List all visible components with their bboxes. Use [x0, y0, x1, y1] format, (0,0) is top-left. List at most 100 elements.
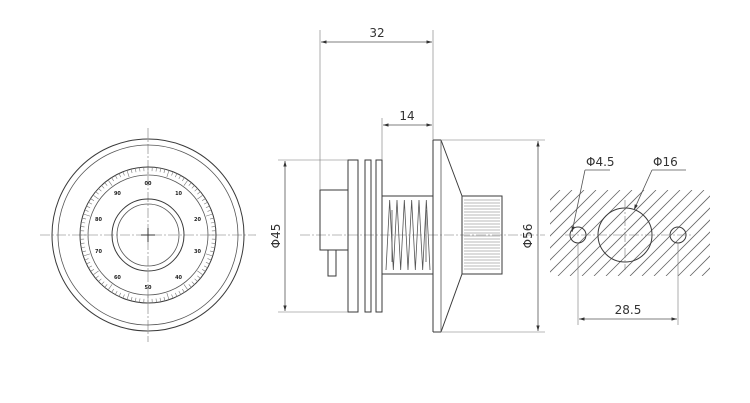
dial-tick [201, 269, 206, 272]
dial-tick [205, 205, 210, 209]
dial-tick [81, 246, 86, 249]
dial-scale-label: 50 [145, 285, 152, 291]
dial-tick [92, 194, 99, 200]
pin-tip [327, 249, 337, 277]
dial-tick [111, 288, 114, 293]
hatch-line [569, 190, 657, 276]
dial-tick [197, 275, 201, 279]
dim-32-text: 32 [369, 26, 384, 40]
dim-28-5-text: 28.5 [615, 303, 642, 317]
hatch-line [550, 190, 597, 276]
dial-tick [188, 284, 192, 288]
dial-tick [82, 217, 87, 220]
dial-tick [191, 185, 195, 189]
hatch-line [689, 190, 710, 276]
dial-tick [126, 292, 130, 300]
dial-tick [98, 278, 102, 282]
dim-56-text: Φ56 [521, 224, 535, 249]
dial-tick [209, 250, 214, 253]
dial-tick [84, 209, 89, 212]
dial-ring-inner [87, 174, 209, 296]
dial-tick [104, 182, 108, 186]
dial-scale-label: 10 [175, 191, 182, 197]
dial-tick [134, 297, 137, 302]
dial-tick [122, 294, 125, 299]
hatch-line [593, 190, 681, 276]
dial-tick [174, 292, 178, 297]
dial-tick [95, 275, 99, 279]
dial-tick [183, 179, 189, 186]
dial-tick [174, 173, 178, 178]
dial-tick [191, 281, 195, 285]
dial-tick [188, 182, 192, 186]
dial-tick [118, 292, 122, 297]
dial-tick [80, 226, 85, 228]
dial-scale-label: 60 [114, 275, 121, 281]
dial-tick [210, 221, 215, 224]
knob-outer-circle [111, 198, 185, 272]
hatch-line [617, 190, 705, 276]
dial-tick [207, 258, 212, 261]
hatch-line [714, 190, 750, 276]
dial-scale-label: 90 [114, 191, 121, 197]
dial-tick [88, 265, 93, 269]
dim-16-text: Φ16 [653, 155, 678, 169]
dial-tick [182, 177, 185, 182]
dial-tick [90, 198, 95, 201]
dial-scale-label: 80 [95, 217, 102, 223]
dial-scale-label: 00 [145, 181, 152, 187]
dial-tick [163, 296, 166, 301]
dial-tick [81, 221, 86, 224]
spring-coil-path [385, 199, 431, 271]
dial-scale-label: 30 [194, 249, 201, 255]
hatch-line [677, 190, 710, 276]
dial-tick [98, 188, 102, 192]
outer-flange-circle [51, 138, 245, 332]
dial-tick [130, 296, 133, 301]
dial-tick [210, 246, 215, 249]
dim-4-5-text: Φ4.5 [586, 155, 615, 169]
dial-tick [139, 298, 141, 303]
hatch-line [550, 190, 609, 276]
dial-tick [88, 201, 93, 205]
dial-tick [211, 226, 216, 228]
dial-tick [86, 205, 91, 209]
hatch-line [665, 190, 710, 276]
hatch-line [726, 190, 750, 276]
dial-tick [83, 253, 91, 257]
dial-tick [122, 171, 125, 176]
dial-tick [130, 169, 133, 174]
dial-tick [90, 269, 95, 272]
dial-tick [114, 175, 118, 180]
dial-tick [166, 170, 170, 178]
dial-tick [166, 292, 170, 300]
washer-2 [375, 159, 383, 313]
flange-taper-top [440, 139, 463, 197]
dial-tick-marks [80, 167, 216, 303]
dial-tick [155, 298, 157, 303]
dial-tick [111, 177, 114, 182]
dial-tick [82, 250, 87, 253]
dial-tick [101, 185, 105, 189]
dial-tick [201, 198, 206, 201]
spring-coils [385, 199, 431, 271]
washer-1 [364, 159, 372, 313]
dial-tick [84, 258, 89, 261]
dial-tick [134, 168, 137, 173]
dial-tick [203, 265, 208, 269]
dial-tick [92, 270, 99, 276]
dial-tick [126, 170, 130, 178]
knurled-knob [461, 195, 503, 275]
dial-tick [209, 217, 214, 220]
dial-scale-label: 20 [194, 217, 201, 223]
knob-inner-circle [116, 203, 180, 267]
dial-tick [139, 167, 141, 172]
dial-tick [197, 194, 204, 200]
dial-tick [207, 209, 212, 212]
side-view [300, 139, 545, 333]
dial-tick [107, 179, 113, 186]
hatch-line [550, 190, 633, 276]
